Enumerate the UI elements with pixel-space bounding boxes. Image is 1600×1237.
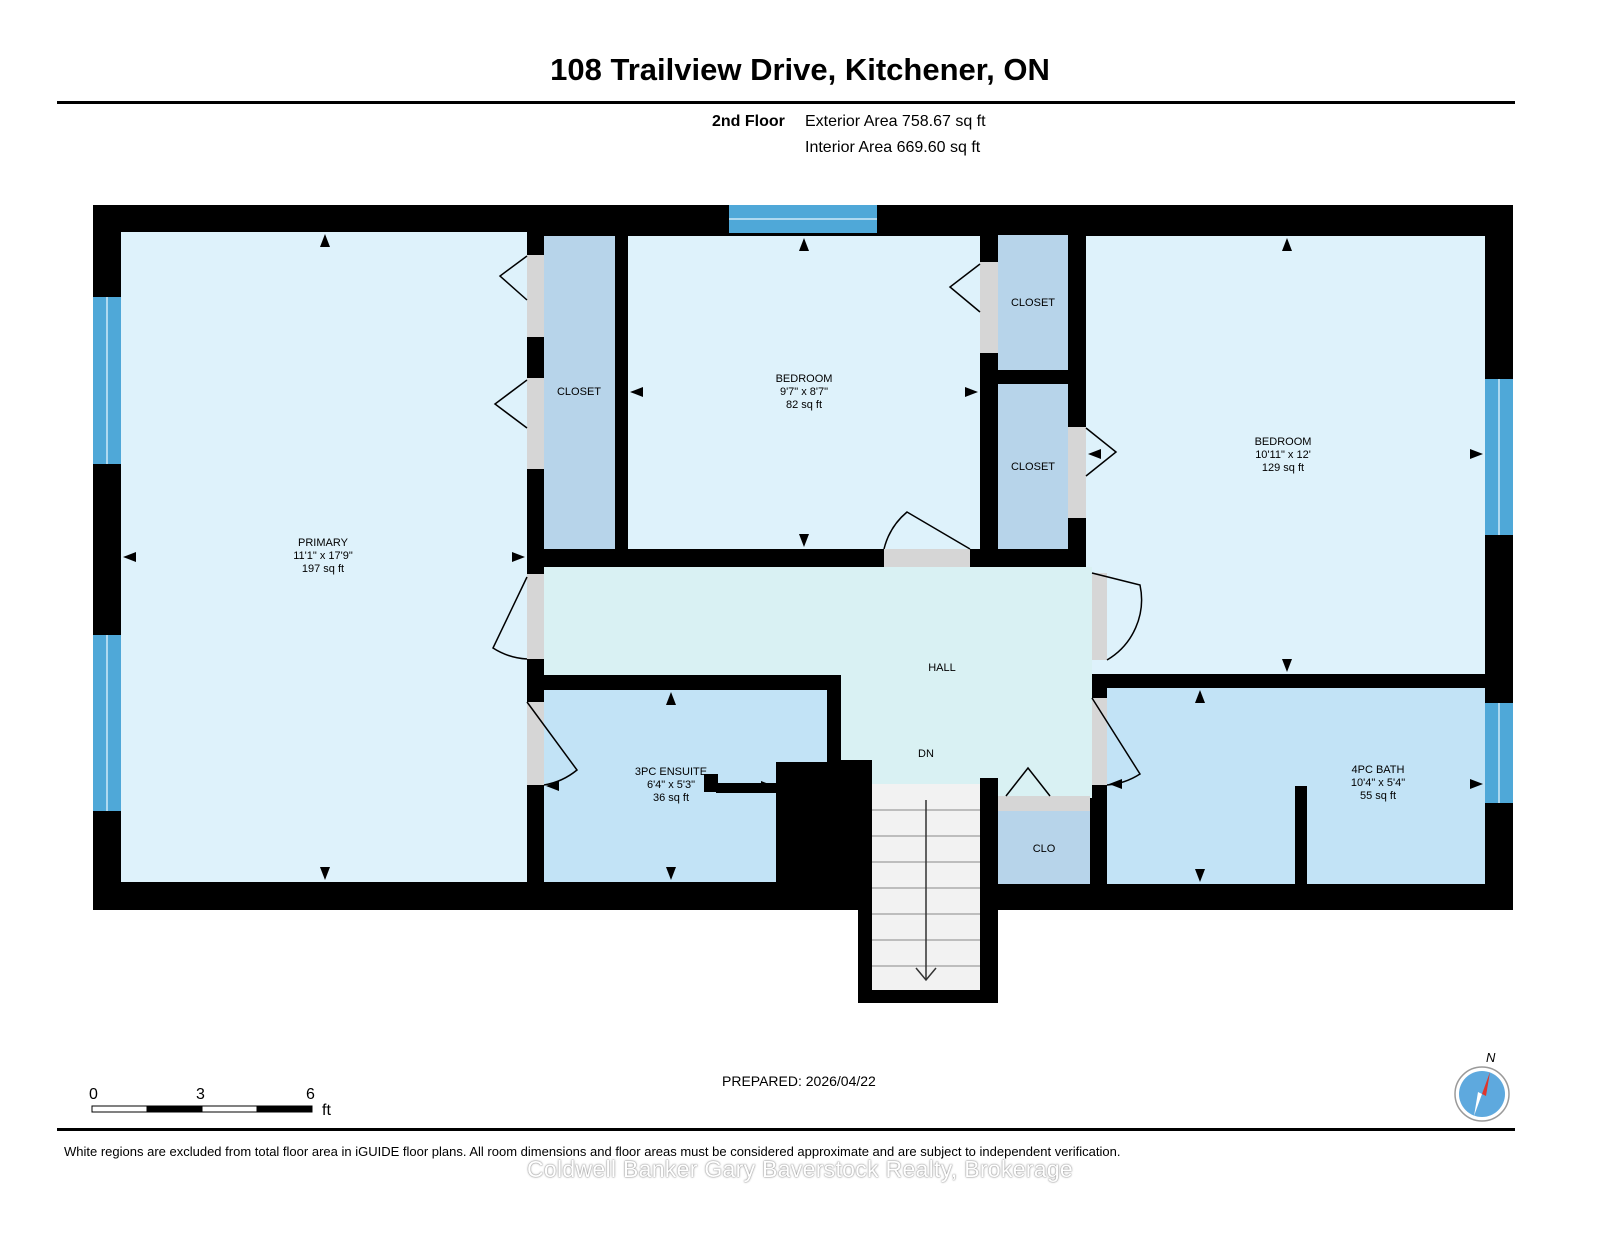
closet-primary-label: CLOSET <box>557 386 601 398</box>
compass-icon: N <box>1454 1050 1510 1122</box>
bedroom-2-name: BEDROOM <box>1255 436 1312 448</box>
bedroom-1-name: BEDROOM <box>776 373 833 385</box>
scale-label-0: 0 <box>89 1086 98 1103</box>
scale-segment-1 <box>91 1105 148 1113</box>
footer-divider <box>57 1128 1515 1131</box>
scale-unit: ft <box>322 1102 331 1119</box>
room-closet-top <box>998 235 1068 370</box>
header-divider <box>57 101 1515 104</box>
ensuite-area: 36 sq ft <box>653 792 689 804</box>
room-bedroom-1 <box>628 236 980 549</box>
scale-label-6: 6 <box>306 1086 315 1103</box>
stairs <box>872 784 980 990</box>
bedroom-2-dims: 10'11" x 12' <box>1255 449 1311 461</box>
primary-dims: 11'1" x 17'9" <box>293 550 353 562</box>
ensuite-partition <box>704 774 718 792</box>
ensuite-wall-block <box>776 762 841 884</box>
scale-segment-3 <box>201 1105 258 1113</box>
bath-dims: 10'4" x 5'4" <box>1351 777 1405 789</box>
exterior-area: Exterior Area 758.67 sq ft <box>805 113 986 130</box>
room-primary <box>121 232 527 882</box>
disclaimer-text: White regions are excluded from total fl… <box>64 1144 1121 1159</box>
closet-top-label: CLOSET <box>1011 297 1055 309</box>
bedroom-1-dims: 9'7" x 8'7" <box>780 386 828 398</box>
bath-name: 4PC BATH <box>1352 764 1405 776</box>
prepared-date: PREPARED: 2026/04/22 <box>722 1073 876 1089</box>
closet-mid-label: CLOSET <box>1011 461 1055 473</box>
compass-needle-south <box>1474 1092 1482 1116</box>
door-openings <box>527 255 1107 811</box>
interior-area: Interior Area 669.60 sq ft <box>805 139 981 156</box>
door-swings <box>492 255 1143 797</box>
primary-area: 197 sq ft <box>302 563 344 575</box>
primary-name: PRIMARY <box>298 537 349 549</box>
dimension-arrows <box>123 234 1483 882</box>
clo-label: CLO <box>1033 843 1056 855</box>
room-closet-primary <box>544 236 615 549</box>
scale-segment-4 <box>256 1105 313 1113</box>
compass-needle-north <box>1482 1072 1490 1096</box>
floor-label: 2nd Floor <box>712 113 785 130</box>
stairs-label: DN <box>918 748 934 760</box>
compass-north-label: N <box>1486 1050 1496 1065</box>
scale-label-3: 3 <box>196 1086 205 1103</box>
ensuite-partition-b <box>716 783 780 793</box>
window-lines <box>106 218 1500 811</box>
hall-label: HALL <box>928 662 956 674</box>
bath-area: 55 sq ft <box>1360 790 1396 802</box>
room-closet-mid <box>998 384 1068 549</box>
bedroom-1-area: 82 sq ft <box>786 399 822 411</box>
page-title: 108 Trailview Drive, Kitchener, ON <box>550 52 1050 87</box>
room-hall <box>544 567 1092 798</box>
brokerage-watermark: Coldwell Banker Gary Baverstock Realty, … <box>526 1156 1074 1182</box>
bedroom-2-area: 129 sq ft <box>1262 462 1304 474</box>
stair-direction-arrow <box>915 967 937 982</box>
bath-partition <box>1295 786 1307 884</box>
room-clo <box>998 811 1090 884</box>
ensuite-dims: 6'4" x 5'3" <box>647 779 695 791</box>
scale-bar: 0 3 6 ft <box>89 1086 331 1119</box>
scale-segment-2 <box>146 1105 203 1113</box>
ensuite-name: 3PC ENSUITE <box>635 766 707 778</box>
room-bedroom-2 <box>1086 236 1485 674</box>
